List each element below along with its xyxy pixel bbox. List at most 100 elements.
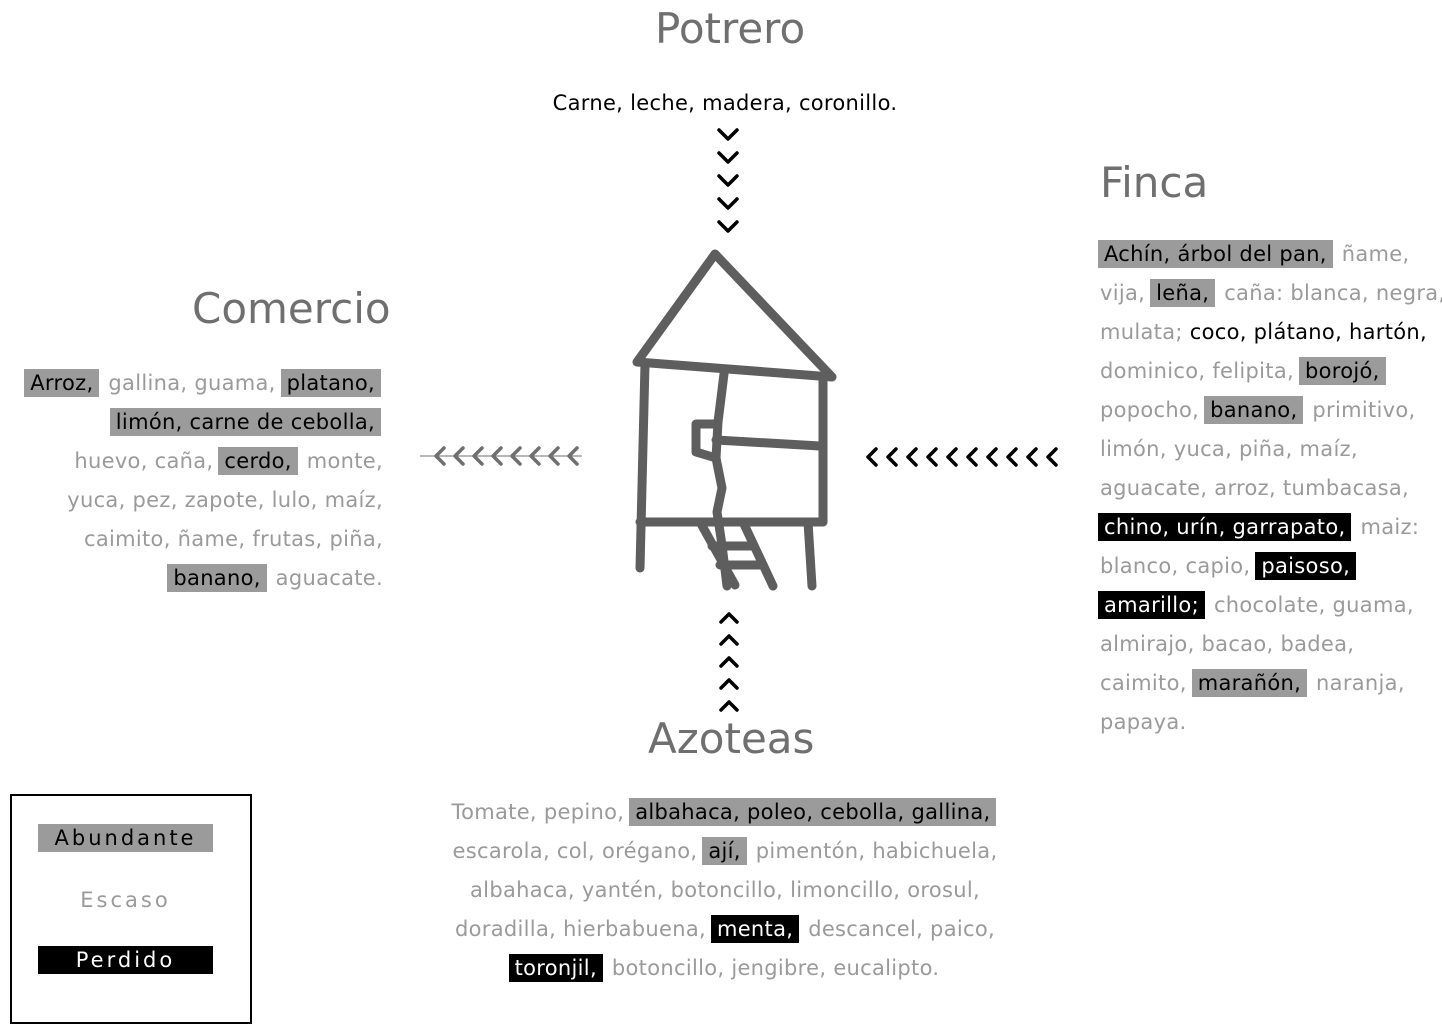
arrow-left-icon (472, 446, 484, 466)
finca-line: dominico, felipita, borojó, (1100, 352, 1442, 391)
finca-line: popocho, banano, primitivo, (1100, 391, 1442, 430)
arrow-left-icon (986, 447, 998, 467)
comercio-line: Arroz, gallina, guama, platano, (0, 364, 383, 403)
finca-item: chocolate, guama, (1206, 593, 1414, 617)
arrow-left-icon (1046, 447, 1058, 467)
finca-products: Achín, árbol del pan, ñame,vija, leña, c… (1098, 235, 1442, 742)
comercio-title: Comercio (192, 284, 391, 333)
finca-item: ñame, (1334, 242, 1410, 266)
azoteas-item: albahaca, poleo, cebolla, gallina, (629, 798, 997, 826)
arrow-down-icon (717, 174, 739, 187)
finca-item: vija, (1100, 281, 1153, 305)
finca-line: papaya. (1100, 703, 1442, 742)
comercio-item: monte, (299, 449, 383, 473)
finca-item: caimito, (1100, 671, 1194, 695)
azoteas-item: albahaca, yantén, botoncillo, limoncillo… (470, 878, 980, 902)
finca-line: caimito, marañón, naranja, (1100, 664, 1442, 703)
finca-line: almirajo, bacao, badea, (1100, 625, 1442, 664)
arrow-down-icon (717, 128, 739, 141)
arrow-up-icon (719, 634, 739, 646)
arrow-left-icon (491, 446, 503, 466)
arrow-up-icon (719, 700, 739, 712)
arrow-down-icon (717, 197, 739, 210)
potrero-title: Potrero (655, 4, 806, 53)
finca-line: Achín, árbol del pan, ñame, (1098, 235, 1442, 274)
arrow-left-icon (529, 446, 541, 466)
finca-line: blanco, capio, paisoso, (1100, 547, 1442, 586)
comercio-line: huevo, caña, cerdo, monte, (0, 442, 383, 481)
azoteas-item: toronjil, (508, 954, 603, 982)
comercio-item: yuca, pez, zapote, lulo, maíz, (67, 488, 383, 512)
finca-item: Achín, árbol del pan, (1098, 240, 1333, 268)
finca-item: chino, urín, garrapato, (1098, 513, 1352, 541)
arrow-down-icon (717, 220, 739, 233)
finca-item: amarillo; (1098, 591, 1205, 619)
legend-perdido: Perdido (38, 946, 213, 974)
comercio-item: cerdo, (218, 447, 298, 475)
azoteas-title: Azoteas (648, 714, 815, 763)
finca-item: paisoso, (1255, 552, 1357, 580)
finca-line: limón, yuca, piña, maíz, (1100, 430, 1442, 469)
finca-line: aguacate, arroz, tumbacasa, (1100, 469, 1442, 508)
arrow-up-icon (719, 612, 739, 624)
azoteas-item: botoncillo, jengibre, eucalipto. (604, 956, 940, 980)
arrow-down-icon (717, 151, 739, 164)
finca-item: dominico, felipita, (1100, 359, 1301, 383)
azoteas-item: pimentón, habichuela, (748, 839, 998, 863)
azoteas-item: descancel, paico, (801, 917, 995, 941)
arrow-left-icon (866, 447, 878, 467)
comercio-item: caimito, ñame, frutas, piña, (83, 527, 383, 551)
comercio-item: aguacate. (268, 566, 383, 590)
finca-item: marañón, (1191, 669, 1308, 697)
finca-item: primitivo, (1305, 398, 1416, 422)
finca-title: Finca (1100, 158, 1209, 207)
house-icon (632, 249, 837, 591)
arrow-left-icon (966, 447, 978, 467)
arrow-left-icon (1006, 447, 1018, 467)
comercio-item: gallina, guama, (101, 371, 283, 395)
arrow-left-icon (510, 446, 522, 466)
comercio-item: Arroz, (24, 369, 100, 397)
azoteas-item: ají, (702, 837, 747, 865)
azoteas-line: Tomate, pepino, albahaca, poleo, cebolla… (400, 793, 1050, 832)
finca-item: maiz: (1353, 515, 1420, 539)
finca-item: popocho, (1100, 398, 1207, 422)
comercio-item: banano, (167, 564, 267, 592)
potrero-products-text: Carne, leche, madera, coronillo. (552, 91, 898, 115)
arrow-up-icon (719, 678, 739, 690)
azoteas-line: doradilla, hierbabuena, menta, descancel… (400, 910, 1050, 949)
azoteas-item: menta, (710, 915, 800, 943)
arrow-left-icon (434, 446, 446, 466)
azoteas-item: doradilla, hierbabuena, (455, 917, 713, 941)
arrow-left-icon (946, 447, 958, 467)
finca-item: aguacate, arroz, tumbacasa, (1100, 476, 1410, 500)
comercio-item: huevo, caña, (74, 449, 221, 473)
finca-line: amarillo; chocolate, guama, (1098, 586, 1442, 625)
finca-item: borojó, (1298, 357, 1386, 385)
comercio-line: banano, aguacate. (0, 559, 383, 598)
potrero-products: Carne, leche, madera, coronillo. (500, 84, 950, 123)
finca-item: caña: blanca, negra, (1217, 281, 1442, 305)
arrow-left-icon (906, 447, 918, 467)
azoteas-line: toronjil, botoncillo, jengibre, eucalipt… (400, 949, 1050, 988)
arrow-left-icon (548, 446, 560, 466)
finca-item: mulata; (1100, 320, 1190, 344)
legend-escaso: Escaso (80, 888, 171, 912)
arrow-left-icon (453, 446, 465, 466)
finca-item: limón, yuca, piña, maíz, (1100, 437, 1358, 461)
arrow-left-icon (886, 447, 898, 467)
comercio-item: limón, carne de cebolla, (109, 408, 381, 436)
azoteas-products: Tomate, pepino, albahaca, poleo, cebolla… (400, 793, 1050, 988)
finca-item: naranja, (1309, 671, 1405, 695)
arrow-left-icon (926, 447, 938, 467)
comercio-line: limón, carne de cebolla, (0, 403, 383, 442)
arrow-left-icon (567, 446, 579, 466)
finca-item: blanco, capio, (1100, 554, 1258, 578)
finca-line: vija, leña, caña: blanca, negra, (1100, 274, 1442, 313)
finca-line: chino, urín, garrapato, maiz: (1098, 508, 1442, 547)
comercio-item: platano, (280, 369, 381, 397)
legend-box: Abundante Escaso Perdido (10, 794, 252, 1024)
comercio-line: caimito, ñame, frutas, piña, (0, 520, 383, 559)
arrow-left-icon (1026, 447, 1038, 467)
finca-item: coco, plátano, hartón, (1189, 320, 1427, 344)
